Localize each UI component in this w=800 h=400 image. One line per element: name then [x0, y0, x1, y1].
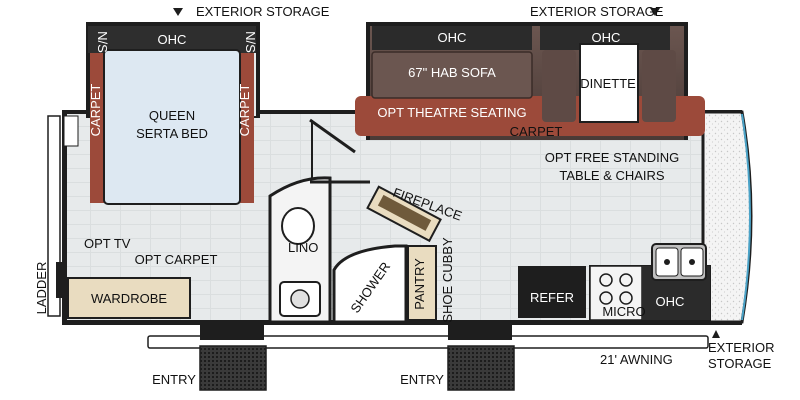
exterior-storage-label: STORAGE [708, 356, 772, 371]
arrow-down-icon [650, 8, 660, 16]
entry-step-right [447, 324, 515, 391]
rear-window [47, 115, 62, 317]
refrigerator [518, 266, 586, 318]
wardrobe [67, 277, 191, 319]
exterior-storage-label: EXTERIOR STORAGE [530, 4, 664, 19]
shoe-cubby-label: SHOE CUBBY [440, 237, 455, 323]
awning-label: 21' AWNING [600, 352, 673, 367]
exterior-storage-label: EXTERIOR [708, 340, 774, 355]
bed-label: SERTA BED [136, 126, 208, 141]
kitchen [589, 243, 711, 321]
fireplace [366, 185, 442, 243]
wardrobe-label: WARDROBE [91, 291, 167, 306]
bumper-rail [147, 335, 709, 349]
bed-label: QUEEN [149, 108, 195, 123]
carpet-label: CARPET [88, 84, 103, 137]
theatre-seating-label: OPT THEATRE SEATING [377, 105, 526, 120]
micro-label: MICRO [602, 304, 645, 319]
arrow-up-icon [712, 330, 720, 338]
ladder-label: LADDER [34, 262, 49, 315]
opt-carpet-label: OPT CARPET [135, 252, 218, 267]
bathroom [268, 118, 437, 324]
ns-cabinet [63, 115, 79, 147]
table-label: TABLE & CHAIRS [559, 168, 665, 183]
entry-label: ENTRY [152, 372, 196, 387]
carpet-label: CARPET [237, 84, 252, 137]
carpet-label: CARPET [510, 124, 563, 139]
tv-label: OPT TV [84, 236, 131, 251]
living-slide [355, 22, 705, 140]
pantry-label: PANTRY [412, 258, 427, 310]
ns-label: N/S [95, 31, 110, 53]
sofa-label: 67" HAB SOFA [408, 65, 496, 80]
entry-label: ENTRY [400, 372, 444, 387]
refer-label: REFER [530, 290, 574, 305]
queen-bed [103, 49, 241, 205]
ns-label: N/S [243, 31, 258, 53]
entry-step-left [199, 324, 267, 391]
dinette-label: DINETTE [580, 76, 636, 91]
ohc-label: OHC [656, 294, 685, 309]
ohc-label: OHC [438, 30, 467, 45]
table-label: OPT FREE STANDING [545, 150, 680, 165]
ohc-label: OHC [158, 32, 187, 47]
ohc-label: OHC [592, 30, 621, 45]
lino-label: LINO [288, 240, 318, 255]
arrow-down-icon [173, 8, 183, 16]
exterior-storage-label: EXTERIOR STORAGE [196, 4, 330, 19]
